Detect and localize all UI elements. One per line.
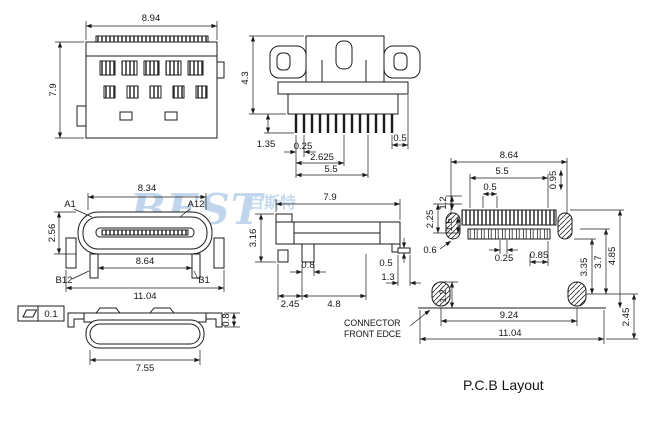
dim-front-shell-width: 8.34 <box>138 183 157 194</box>
dim-pcb-rear-depth: 2.45 <box>621 308 632 327</box>
label-pin-b1: B1 <box>198 275 210 286</box>
dim-pcb-front-depth: 4.85 <box>607 247 618 266</box>
dim-pcb-pad-row-depth: 2.25 <box>425 210 436 229</box>
view-bottom: 0.1 0.8 7.55 <box>17 305 240 374</box>
flatness-symbol-icon <box>22 309 38 318</box>
side-view-geometry <box>275 213 411 263</box>
label-connector-front-line2: FRONT EDCE <box>344 329 401 339</box>
dim-pcb-pad-pitch: 0.25 <box>495 253 514 264</box>
label-connector-front-line1: CONNECTOR <box>344 318 401 328</box>
side-view-dimensions <box>255 199 421 300</box>
bottom-view-geometry <box>67 307 223 349</box>
dim-side-rear-offset: 4.8 <box>327 299 340 310</box>
dim-pcb-board-width: 11.04 <box>498 328 521 339</box>
front-view-dimensions <box>54 193 225 292</box>
dim-section-pin-height: 1.35 <box>257 139 276 150</box>
dim-pcb-hole-offset-b: 3.7 <box>593 255 604 268</box>
dim-section-height: 4.3 <box>240 71 251 84</box>
pcb-dimensions <box>409 158 638 344</box>
dim-side-pin-thickness: 0.5 <box>379 258 392 269</box>
dim-bottom-leg-height: 0.8 <box>221 313 232 326</box>
dim-flatness-value: 0.1 <box>44 309 57 320</box>
top-view-geometry <box>76 35 225 139</box>
dim-section-span: 5.5 <box>324 164 337 175</box>
dim-pcb-pad-width: 0.5 <box>483 182 496 193</box>
top-view-dimensions <box>55 21 218 139</box>
dim-section-edge-gap: 0.5 <box>393 133 406 144</box>
dim-pcb-hole-edge-gap: 1.2 <box>438 289 449 302</box>
dim-front-total-width: 11.04 <box>133 291 156 302</box>
dim-front-leg-span: 8.64 <box>136 256 155 267</box>
dim-front-shell-height: 2.56 <box>47 224 58 243</box>
dim-pcb-inner-pad-span: 5.5 <box>495 166 508 177</box>
section-view-dimensions <box>249 35 409 178</box>
dim-side-pin-length: 1.3 <box>381 272 394 283</box>
view-side: 7.9 3.16 0.8 0.5 1.3 2.45 4.8 <box>248 192 421 310</box>
watermark-cn-text: 百斯特 <box>248 193 296 212</box>
dim-pcb-pad-gap: 0.85 <box>530 250 549 261</box>
flatness-callout <box>17 305 65 322</box>
view-pcb-layout: 8.64 5.5 0.95 0.5 1.2 2.25 1.6 0.6 0.25 … <box>344 150 638 393</box>
section-view-geometry <box>269 35 421 133</box>
view-front: A1 A12 8.34 2.56 8.64 B12 B1 11.04 <box>47 183 225 302</box>
dim-side-tab: 0.8 <box>301 260 314 271</box>
label-pin-b12: B12 <box>56 275 73 286</box>
view-top: 8.94 7.9 <box>48 13 225 139</box>
pcb-pad-row-coarse <box>467 228 551 240</box>
dim-section-row-offset: 2.625 <box>310 152 334 163</box>
pcb-mount-pad-right <box>567 281 587 307</box>
pcb-layout-title: P.C.B Layout <box>463 377 544 393</box>
label-pin-a1: A1 <box>64 199 76 210</box>
dim-pcb-side-pad-offset: 0.95 <box>548 171 559 190</box>
dim-top-width: 8.94 <box>142 13 161 24</box>
dim-bottom-width: 7.55 <box>136 363 155 374</box>
dim-top-depth: 7.9 <box>48 83 59 96</box>
pcb-side-pad-right <box>557 212 573 240</box>
view-section: 4.3 1.35 0.25 2.625 5.5 0.5 <box>240 35 421 178</box>
dim-side-depth: 7.9 <box>323 192 336 203</box>
dim-section-pitch: 0.25 <box>294 141 313 152</box>
dim-side-height: 3.16 <box>248 229 259 248</box>
dim-pcb-hole-offset-a: 3.35 <box>579 258 590 277</box>
label-pin-a12: A12 <box>188 199 205 210</box>
front-view-geometry <box>65 211 225 279</box>
dim-side-front-offset: 2.45 <box>281 299 300 310</box>
bottom-view-dimensions <box>89 312 240 365</box>
dim-pcb-row-gap-top: 1.2 <box>438 196 449 209</box>
dim-pcb-hole-span: 9.24 <box>500 310 519 321</box>
pcb-pad-row-fine <box>461 209 557 226</box>
dim-pcb-pad-field-width: 8.64 <box>500 150 519 161</box>
dim-pcb-side-pad-width: 0.6 <box>423 245 436 256</box>
dim-pcb-row-height: 1.6 <box>444 218 455 231</box>
